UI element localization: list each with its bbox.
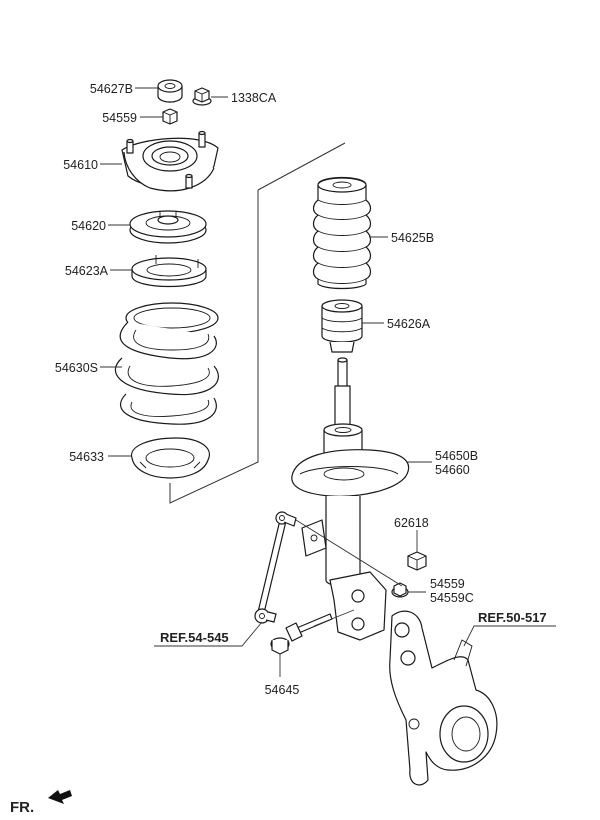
label-54559-top: 54559: [102, 111, 137, 125]
steering-knuckle-part[interactable]: [389, 610, 498, 786]
label-54559c: 54559C: [430, 591, 474, 605]
bump-stopper-part[interactable]: [321, 299, 363, 353]
spring-lower-pad-part[interactable]: [131, 437, 210, 479]
label-54620: 54620: [71, 219, 106, 233]
assembly-bracket-line: [169, 142, 346, 504]
label-54559: 54559: [430, 577, 465, 591]
label-54626a: 54626A: [387, 317, 431, 331]
label-54650b: 54650B: [435, 449, 478, 463]
ref-label-50-517[interactable]: REF.50-517: [478, 610, 547, 625]
lock-nut-top-part[interactable]: [162, 108, 178, 125]
label-54645: 54645: [265, 683, 300, 697]
dust-cap-part[interactable]: [157, 79, 183, 103]
reference-labels: REF.54-545 REF.50-517: [160, 610, 547, 645]
label-54625b: 54625B: [391, 231, 434, 245]
part-labels: 54627B 1338CA 54559 54610 54620 54623A 5…: [55, 82, 478, 697]
spring-upper-pad-part[interactable]: [131, 255, 207, 288]
label-1338ca: 1338CA: [231, 91, 277, 105]
nut-62618-part[interactable]: [407, 551, 427, 571]
leader-lines: [100, 87, 556, 677]
flange-nut-part[interactable]: [192, 87, 212, 106]
strut-bearing-part[interactable]: [129, 210, 207, 244]
dust-boot-part[interactable]: [312, 176, 372, 290]
ref-label-54-545[interactable]: REF.54-545: [160, 630, 229, 645]
label-54623a: 54623A: [65, 264, 109, 278]
label-54627b: 54627B: [90, 82, 133, 96]
strut-assembly-part[interactable]: [291, 357, 410, 641]
strut-mount-insulator-part[interactable]: [121, 130, 219, 192]
label-54630s: 54630S: [55, 361, 98, 375]
front-label: FR.: [10, 799, 34, 816]
strut-bolt-part[interactable]: [270, 613, 333, 655]
front-indicator: FR.: [10, 790, 72, 816]
front-arrow-icon: [48, 790, 72, 804]
label-54660: 54660: [435, 463, 470, 477]
washer-nut-part[interactable]: [391, 582, 409, 598]
coil-spring-part[interactable]: [114, 302, 219, 425]
label-62618: 62618: [394, 516, 429, 530]
stabilizer-link-part[interactable]: [254, 511, 297, 624]
label-54633: 54633: [69, 450, 104, 464]
label-54610: 54610: [63, 158, 98, 172]
